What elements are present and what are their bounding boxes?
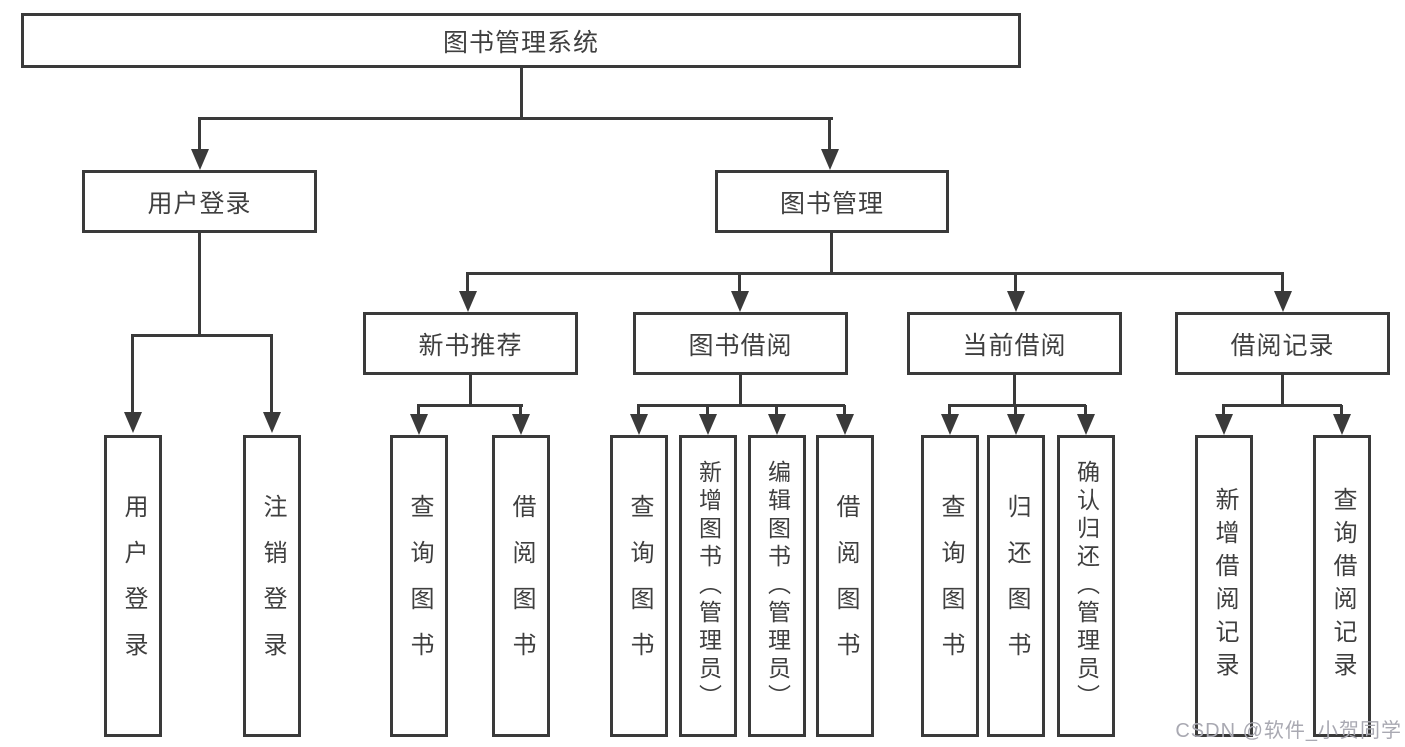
node-new-book-rec-label: 新书推荐	[418, 331, 523, 360]
arrow-down-icon	[821, 149, 839, 170]
arrow-down-icon	[512, 414, 530, 435]
leaf-user-login: 用户登录	[104, 435, 162, 737]
leaf-bb-borrow-book-label: 借阅图书	[832, 494, 859, 678]
connector-line	[198, 117, 833, 120]
leaf-bb-add-book: 新增图书（管理员）	[679, 435, 737, 737]
connector-line	[1222, 404, 1342, 407]
node-root: 图书管理系统	[21, 13, 1021, 68]
node-new-book-rec: 新书推荐	[363, 312, 578, 375]
leaf-bb-edit-book-label: 编辑图书（管理员）	[764, 460, 791, 712]
connector-line	[775, 405, 778, 416]
node-borrow-record-label: 借阅记录	[1230, 331, 1335, 360]
connector-line	[1014, 272, 1017, 293]
node-current-borrow-label: 当前借阅	[962, 331, 1067, 360]
node-book-borrow-label: 图书借阅	[688, 331, 793, 360]
connector-line	[828, 117, 831, 150]
leaf-rec-borrow-book: 借阅图书	[492, 435, 550, 737]
connector-line	[198, 117, 201, 150]
leaf-bb-edit-book: 编辑图书（管理员）	[748, 435, 806, 737]
arrow-down-icon	[263, 412, 281, 433]
connector-line	[948, 405, 951, 416]
arrow-down-icon	[459, 291, 477, 312]
arrow-down-icon	[630, 414, 648, 435]
connector-line	[131, 336, 134, 414]
leaf-logout: 注销登录	[243, 435, 301, 737]
connector-line	[1281, 375, 1284, 405]
connector-line	[830, 233, 833, 274]
leaf-rec-query-book: 查询图书	[390, 435, 448, 737]
connector-line	[270, 336, 273, 414]
connector-line	[637, 404, 845, 407]
connector-line	[1014, 405, 1017, 416]
leaf-user-login-label: 用户登录	[120, 494, 147, 678]
connector-line	[417, 405, 420, 416]
connector-line	[1281, 272, 1284, 293]
node-current-borrow: 当前借阅	[907, 312, 1122, 375]
leaf-br-add-record: 新增借阅记录	[1195, 435, 1253, 737]
node-user-login: 用户登录	[82, 170, 317, 233]
arrow-down-icon	[1007, 291, 1025, 312]
arrow-down-icon	[1333, 414, 1351, 435]
leaf-bb-query-book-label: 查询图书	[626, 494, 653, 678]
arrow-down-icon	[410, 414, 428, 435]
leaf-bb-add-book-label: 新增图书（管理员）	[695, 460, 722, 712]
connector-line	[843, 405, 846, 416]
arrow-down-icon	[941, 414, 959, 435]
connector-line	[519, 405, 522, 416]
connector-line	[1222, 405, 1225, 416]
arrow-down-icon	[699, 414, 717, 435]
connector-line	[1084, 405, 1087, 416]
node-root-label: 图书管理系统	[442, 28, 599, 57]
arrow-down-icon	[768, 414, 786, 435]
connector-line	[466, 272, 469, 293]
connector-line	[417, 404, 523, 407]
connector-line	[131, 334, 273, 337]
leaf-cb-confirm-return-label: 确认归还（管理员）	[1073, 460, 1100, 712]
leaf-rec-borrow-book-label: 借阅图书	[508, 494, 535, 678]
arrow-down-icon	[1274, 291, 1292, 312]
connector-line	[520, 67, 523, 118]
leaf-bb-query-book: 查询图书	[610, 435, 668, 737]
node-book-mgmt-label: 图书管理	[779, 189, 884, 218]
connector-line	[1340, 405, 1343, 416]
leaf-br-add-record-label: 新增借阅记录	[1211, 487, 1238, 685]
arrow-down-icon	[836, 414, 854, 435]
leaf-rec-query-book-label: 查询图书	[406, 494, 433, 678]
connector-line	[1013, 375, 1016, 405]
leaf-logout-label: 注销登录	[259, 494, 286, 678]
arrow-down-icon	[731, 291, 749, 312]
node-book-borrow: 图书借阅	[633, 312, 848, 375]
connector-line	[738, 272, 741, 293]
leaf-cb-confirm-return: 确认归还（管理员）	[1057, 435, 1115, 737]
arrow-down-icon	[1215, 414, 1233, 435]
csdn-watermark: CSDN @软件_小贺同学	[1175, 720, 1402, 742]
leaf-cb-query-book: 查询图书	[921, 435, 979, 737]
leaf-cb-return-book-label: 归还图书	[1003, 494, 1030, 678]
arrow-down-icon	[1007, 414, 1025, 435]
connector-line	[637, 405, 640, 416]
connector-line	[469, 375, 472, 405]
leaf-br-query-record-label: 查询借阅记录	[1329, 487, 1356, 685]
connector-line	[706, 405, 709, 416]
leaf-cb-return-book: 归还图书	[987, 435, 1045, 737]
arrow-down-icon	[191, 149, 209, 170]
connector-line	[739, 375, 742, 405]
leaf-br-query-record: 查询借阅记录	[1313, 435, 1371, 737]
connector-line	[198, 233, 201, 336]
arrow-down-icon	[1077, 414, 1095, 435]
leaf-bb-borrow-book: 借阅图书	[816, 435, 874, 737]
node-borrow-record: 借阅记录	[1175, 312, 1390, 375]
arrow-down-icon	[124, 412, 142, 433]
leaf-cb-query-book-label: 查询图书	[937, 494, 964, 678]
connector-line	[466, 272, 1284, 275]
connector-line	[948, 404, 1086, 407]
node-book-mgmt: 图书管理	[715, 170, 949, 233]
node-user-login-label: 用户登录	[147, 189, 252, 218]
